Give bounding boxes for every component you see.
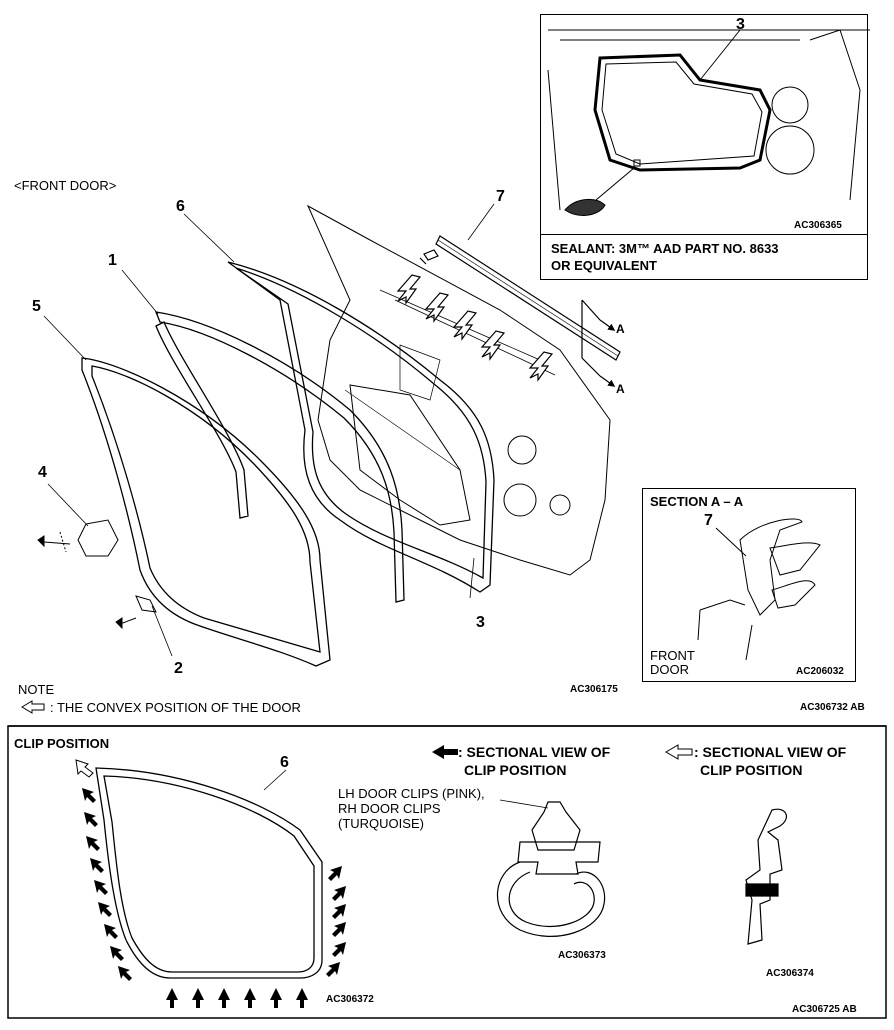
callout-7: 7	[496, 188, 505, 205]
main-figure-code: AC306175	[570, 684, 618, 695]
part-6-weatherstrip	[183, 213, 495, 593]
convex-position-arrows	[396, 274, 554, 382]
part-7-belt-molding	[419, 203, 621, 387]
front-door-line-2: DOOR	[650, 662, 689, 677]
sealant-inset-art	[547, 29, 870, 216]
section-aa-title: SECTION A – A	[650, 494, 744, 509]
part-3-leader	[469, 557, 475, 599]
note-title: NOTE	[18, 682, 55, 697]
front-door-panel	[306, 204, 611, 576]
callout-5: 5	[32, 298, 41, 315]
sealant-line-2: OR EQUIVALENT	[551, 258, 657, 273]
callout-3: 3	[476, 614, 485, 631]
clip2-code: AC306374	[766, 968, 814, 979]
bottom-panel-frame	[7, 725, 887, 1019]
clip-color-line-3: (TURQUOISE)	[338, 816, 424, 831]
callout-6: 6	[176, 198, 185, 215]
section-aa-code: AC206032	[796, 666, 844, 677]
open-heading-line-2: CLIP POSITION	[700, 762, 803, 778]
section-aa-frame	[642, 488, 856, 682]
callout-1: 1	[108, 252, 117, 269]
front-door-line-1: FRONT	[650, 648, 695, 663]
part-4-clip	[37, 483, 119, 557]
clip-filled-arrows	[82, 788, 346, 1008]
filled-arrow-legend	[432, 745, 458, 759]
clip-color-line-1: LH DOOR CLIPS (PINK),	[338, 786, 485, 801]
callout-2: 2	[174, 660, 183, 677]
section-aa-art	[697, 518, 821, 661]
front-door-label: <FRONT DOOR>	[14, 178, 117, 193]
bottom-panel-code: AC306725 AB	[792, 1004, 857, 1015]
clip2-section-art	[745, 808, 788, 945]
weatherstrip-code: AC306372	[326, 994, 374, 1005]
section-mark-a-upper: A	[616, 322, 625, 336]
clip-color-line-2: RH DOOR CLIPS	[338, 801, 441, 816]
sealant-callout-3: 3	[736, 16, 745, 33]
sealant-line-1: SEALANT: 3M™ AAD PART NO. 8633	[551, 241, 779, 256]
note-open-arrow	[21, 700, 45, 714]
section-aa-callout-7: 7	[704, 512, 713, 529]
sealant-inset-frame	[540, 14, 868, 236]
filled-heading-line-2: CLIP POSITION	[464, 762, 567, 778]
clip-position-title: CLIP POSITION	[14, 736, 110, 751]
filled-heading-line-1: : SECTIONAL VIEW OF	[458, 744, 611, 760]
sealant-note-box: SEALANT: 3M™ AAD PART NO. 8633 OR EQUIVA…	[540, 234, 868, 280]
part-2-bracket	[115, 595, 173, 657]
clip-open-arrow	[75, 759, 94, 778]
clip1-section-art	[496, 799, 606, 937]
part-1-door-opening-trim	[121, 269, 405, 603]
clip-position-weatherstrip	[95, 767, 323, 979]
part-5-body-weatherstrip	[43, 315, 331, 667]
bottom-callout-6: 6	[280, 754, 289, 771]
callout-4: 4	[38, 464, 47, 481]
open-arrow-legend	[665, 744, 693, 760]
top-panel-code: AC306732 AB	[800, 702, 865, 713]
section-mark-a-lower: A	[616, 382, 625, 396]
clip1-code: AC306373	[558, 950, 606, 961]
sealant-inset-code: AC306365	[794, 220, 842, 231]
open-heading-line-1: : SECTIONAL VIEW OF	[694, 744, 847, 760]
note-text: : THE CONVEX POSITION OF THE DOOR	[50, 700, 301, 715]
